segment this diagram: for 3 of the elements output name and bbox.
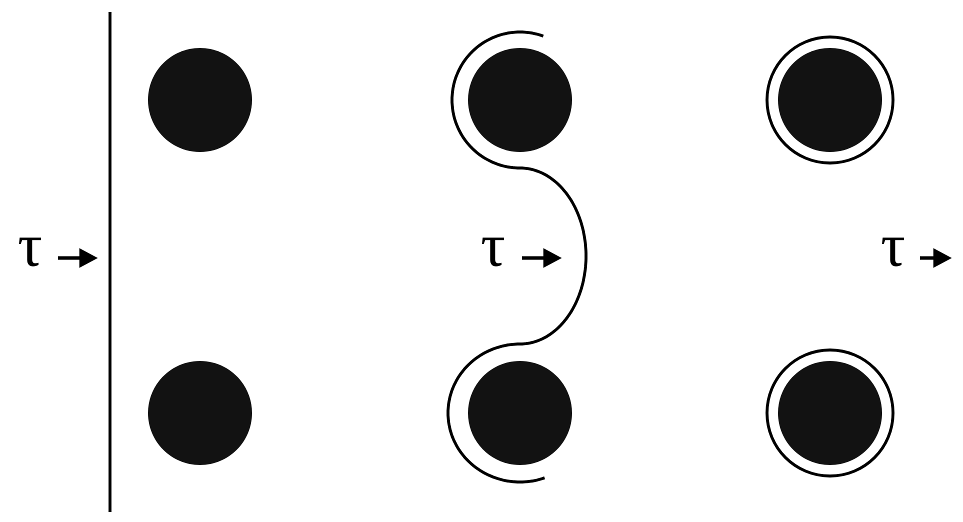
stress-label: τ	[19, 238, 41, 266]
stress-label: τ	[882, 238, 904, 266]
stress-label: τ	[482, 238, 504, 266]
